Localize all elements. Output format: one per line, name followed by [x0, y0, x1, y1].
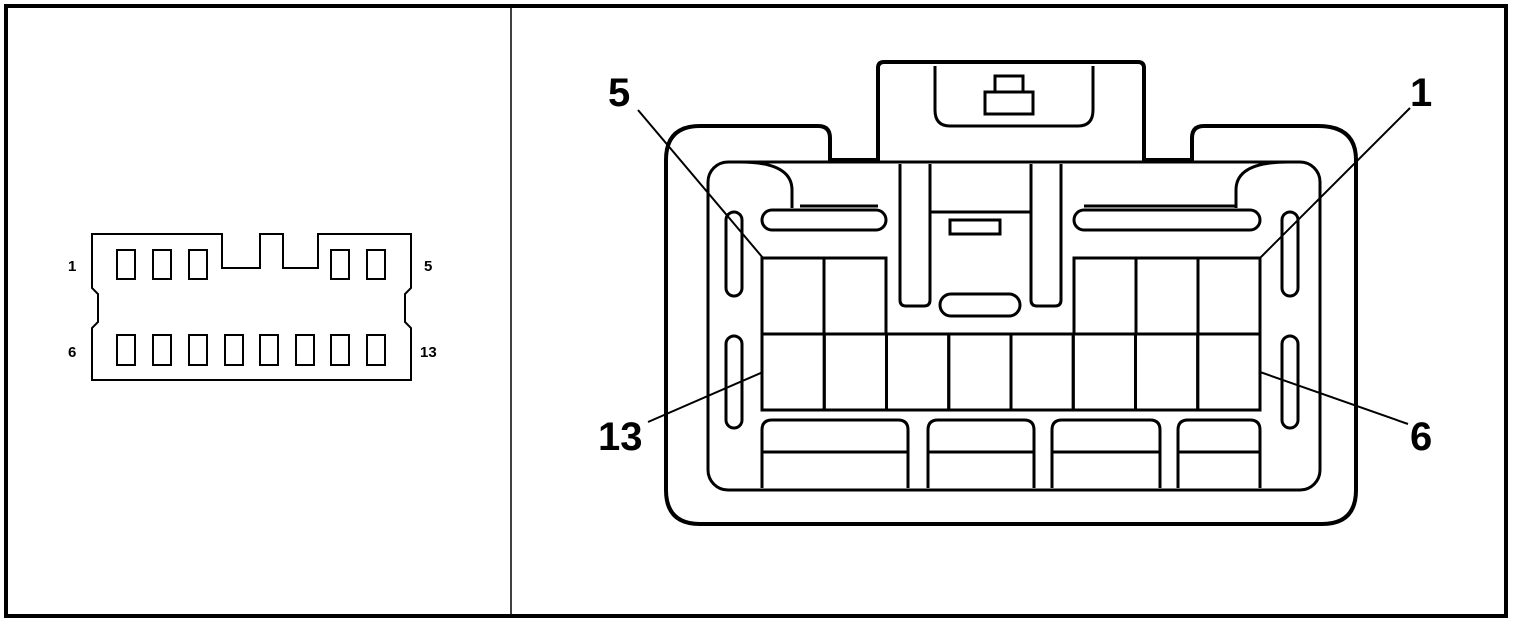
right-bottom-row-cavities — [760, 332, 1262, 412]
left-cavity — [330, 249, 350, 280]
leader-line-5 — [637, 109, 764, 259]
left-cavity — [188, 334, 208, 366]
callout-1: 1 — [1410, 71, 1432, 115]
left-cavity — [152, 249, 172, 280]
latch-slot — [948, 218, 1002, 236]
latch-oval — [938, 292, 1022, 318]
left-cavity — [259, 334, 279, 366]
left-pin-label-5: 5 — [424, 258, 432, 275]
right-cavity — [1134, 332, 1200, 412]
right-top-row-cavities — [760, 256, 1262, 336]
side-slot — [1280, 334, 1300, 430]
right-cavity — [1196, 332, 1262, 412]
callout-13: 13 — [598, 415, 643, 459]
callout-5: 5 — [608, 71, 630, 115]
top-rail-right — [1072, 208, 1262, 232]
right-cavity — [885, 332, 951, 412]
left-connector-outline — [91, 233, 412, 381]
left-pin-label-1: 1 — [68, 258, 76, 275]
left-cavity — [116, 249, 136, 280]
right-cavity — [760, 256, 826, 336]
latch-button — [983, 90, 1035, 116]
left-bottom-row-cavities — [116, 334, 386, 366]
leader-line-13 — [647, 371, 764, 423]
outer-border — [4, 4, 1508, 618]
right-cavity — [822, 256, 888, 336]
right-cavity — [1009, 332, 1075, 412]
left-cavity — [188, 249, 208, 280]
latch-post-right — [1029, 164, 1063, 308]
leader-line-6 — [1259, 371, 1409, 425]
bottom-key — [1050, 418, 1162, 488]
left-cavity — [152, 334, 172, 366]
right-connector-view — [637, 60, 1411, 526]
left-pin-label-13: 13 — [420, 344, 437, 361]
right-cavity — [760, 332, 826, 412]
right-cavity — [1071, 332, 1137, 412]
latch-frame — [933, 66, 1095, 128]
left-top-row-cavities — [116, 249, 386, 280]
left-cavity — [330, 334, 350, 366]
shoulder-left — [739, 160, 794, 208]
right-cavity — [947, 332, 1013, 412]
left-cavity — [366, 334, 386, 366]
shoulder-right — [1234, 160, 1289, 208]
bottom-key — [760, 418, 910, 488]
left-connector-view — [91, 233, 412, 381]
top-rail-left — [760, 208, 888, 232]
housing-inner — [706, 160, 1322, 492]
bottom-key — [1176, 418, 1262, 488]
leader-line-1 — [1259, 107, 1411, 259]
housing-outer — [664, 60, 1358, 526]
bottom-key — [926, 418, 1036, 488]
right-cavity — [1196, 256, 1262, 336]
left-cavity — [116, 334, 136, 366]
bottom-keys — [760, 418, 1262, 488]
right-cavity — [822, 332, 888, 412]
right-cavity — [1134, 256, 1200, 336]
side-slot — [724, 210, 744, 298]
callout-6: 6 — [1410, 415, 1432, 459]
left-pin-label-6: 6 — [68, 344, 76, 361]
left-cavity — [224, 334, 244, 366]
right-cavity — [1072, 256, 1138, 336]
left-cavity — [366, 249, 386, 280]
side-slot — [1280, 210, 1300, 298]
latch-tab — [993, 74, 1025, 94]
latch-post-left — [898, 164, 932, 308]
left-cavity — [295, 334, 315, 366]
